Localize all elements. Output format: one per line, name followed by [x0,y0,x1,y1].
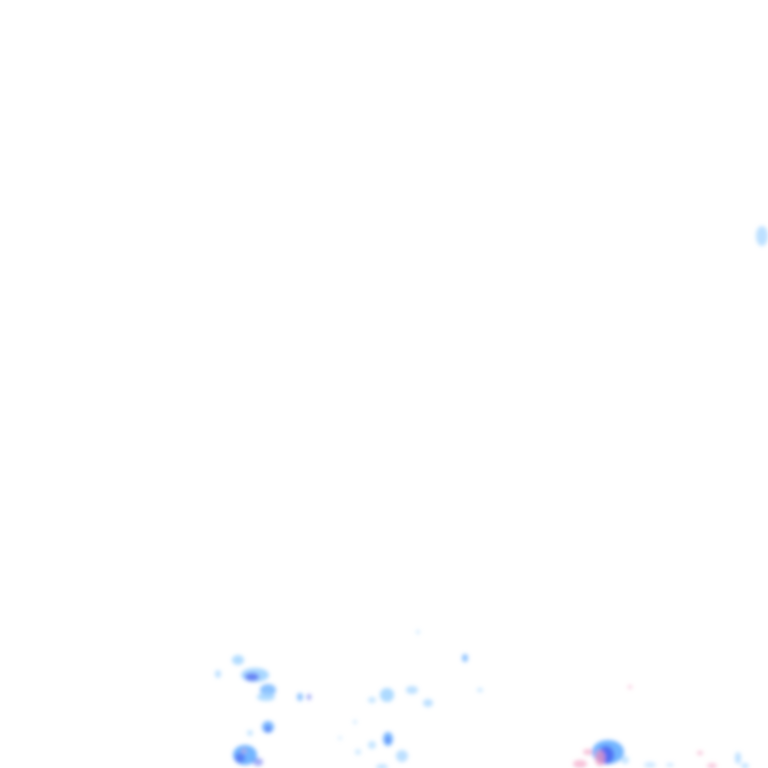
precipitation-echo [707,763,717,768]
precipitation-echo [380,688,394,702]
precipitation-echo [245,673,259,681]
precipitation-echo [368,697,376,703]
precipitation-echo [477,688,483,692]
precipitation-echo [338,736,342,740]
precipitation-echo [353,720,357,724]
precipitation-echo [462,654,468,662]
precipitation-echo [307,694,311,700]
precipitation-echo [741,763,749,768]
precipitation-echo [621,756,629,764]
precipitation-echo [666,763,674,767]
precipitation-echo [242,749,246,753]
precipitation-echo [735,752,741,764]
precipitation-echo [260,684,276,696]
precipitation-echo [215,670,221,678]
precipitation-echo [697,751,703,755]
precipitation-echo [644,762,656,768]
precipitation-echo [573,760,587,768]
precipitation-echo [232,655,244,665]
precipitation-echo [247,730,253,736]
precipitation-echo [406,686,418,694]
precipitation-echo [376,764,388,768]
precipitation-echo [386,737,390,743]
precipitation-echo [756,226,768,246]
precipitation-echo [423,699,433,707]
precipitation-echo [297,693,303,701]
precipitation-echo [396,750,408,762]
precipitation-echo [235,753,245,763]
precipitation-echo [628,685,632,689]
precipitation-echo [265,726,271,732]
precipitation-echo [355,749,361,755]
precipitation-echo [416,630,420,634]
precipitation-echo [595,750,605,766]
precipitation-echo [368,741,376,749]
precipitation-echo [253,758,263,766]
precipitation-echo [583,749,593,755]
precipitation-echo [257,693,275,701]
